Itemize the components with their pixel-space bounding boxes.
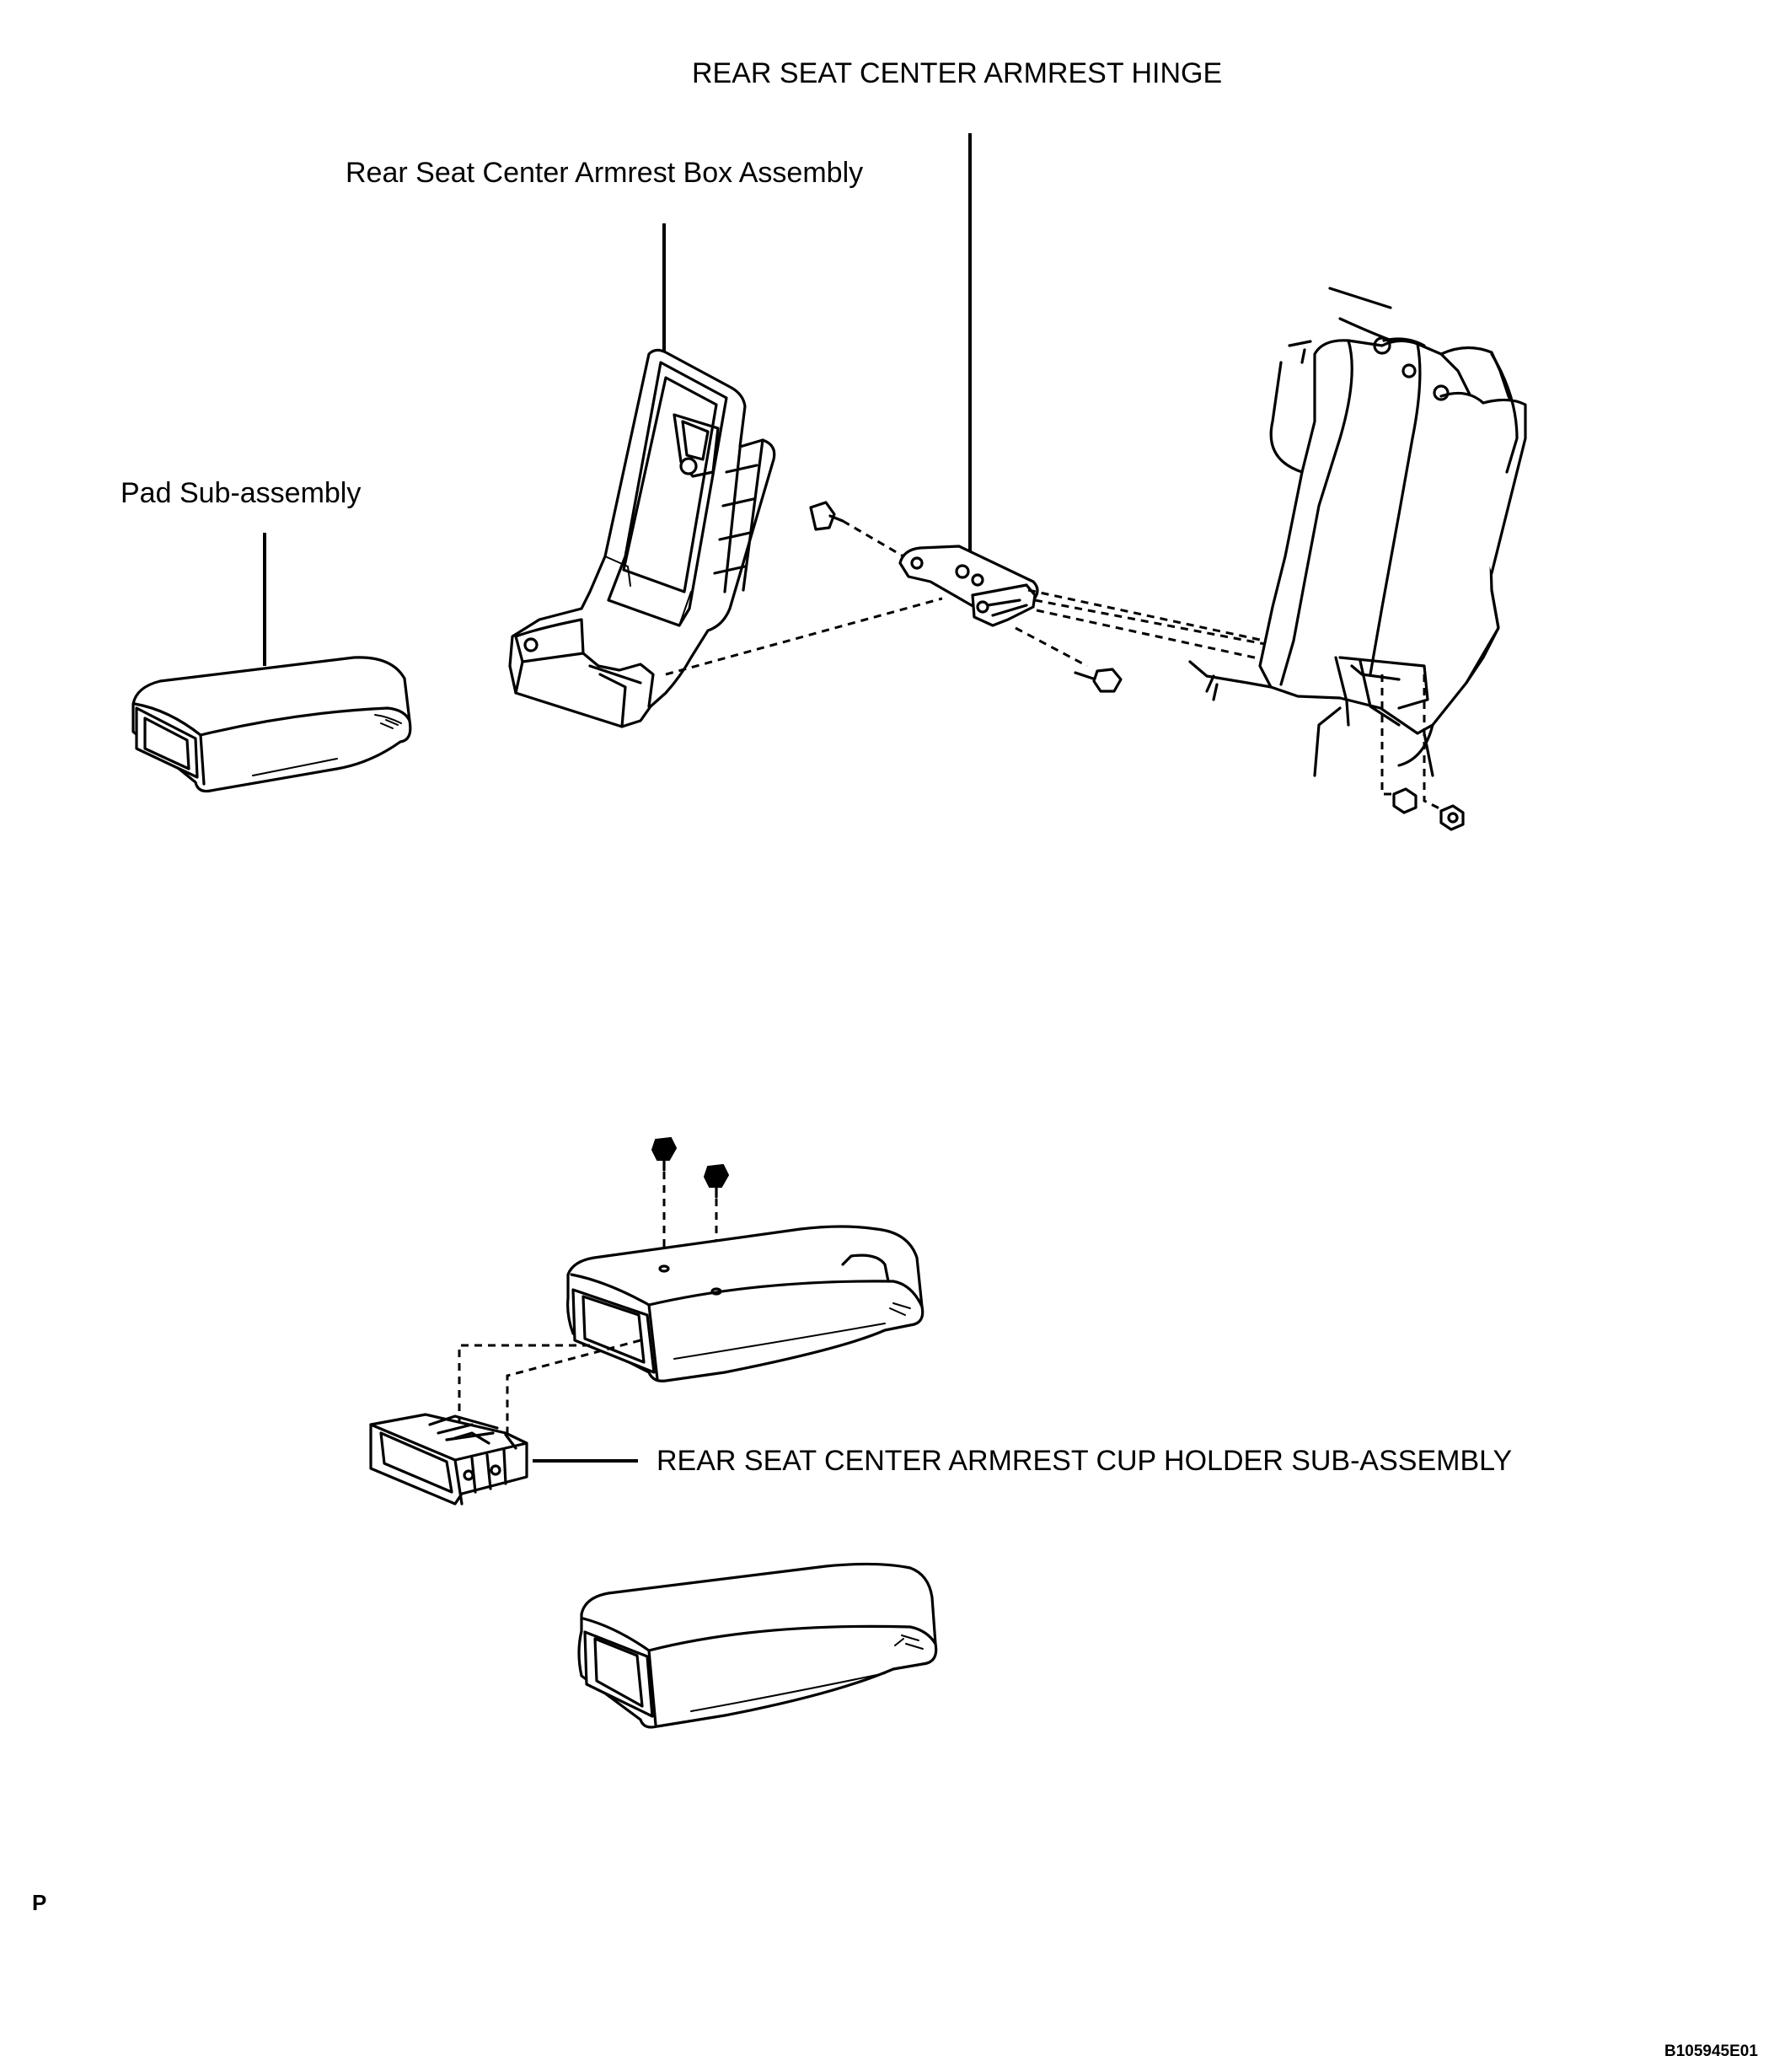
armrest-box-assembly — [508, 348, 776, 728]
armrest-assembled — [577, 1562, 938, 1729]
armrest-body-with-cup-opening — [566, 1225, 924, 1382]
corner-mark: P — [32, 1890, 47, 1915]
pad-label: Pad Sub-assembly — [121, 477, 362, 509]
cup-holder-guide-lines — [458, 1339, 641, 1450]
rear-seat-back — [1188, 287, 1527, 777]
cup-holder-label: REAR SEAT CENTER ARMREST CUP HOLDER SUB-… — [657, 1445, 1513, 1477]
nut-guide-lines — [1380, 674, 1442, 811]
armrest-hinge — [898, 545, 1039, 627]
box-to-hinge-guide-line — [665, 597, 943, 676]
cup-holder-sub-assembly — [369, 1413, 528, 1506]
hinge-upper-bolt — [809, 501, 844, 531]
pad-sub-assembly — [131, 656, 412, 793]
hinge-lower-bolt — [1074, 668, 1123, 693]
hinge-label: REAR SEAT CENTER ARMREST HINGE — [692, 57, 1223, 89]
lower-bolt-guide-line — [1015, 626, 1088, 668]
cup-holder-screw-2 — [703, 1163, 730, 1199]
upper-bolt-guide-line — [842, 519, 904, 558]
seat-nuts — [1392, 787, 1465, 831]
cup-holder-screw-1 — [651, 1136, 678, 1172]
figure-code: B105945E01 — [1664, 2042, 1758, 2060]
box-assembly-label: Rear Seat Center Armrest Box Assembly — [346, 157, 864, 189]
